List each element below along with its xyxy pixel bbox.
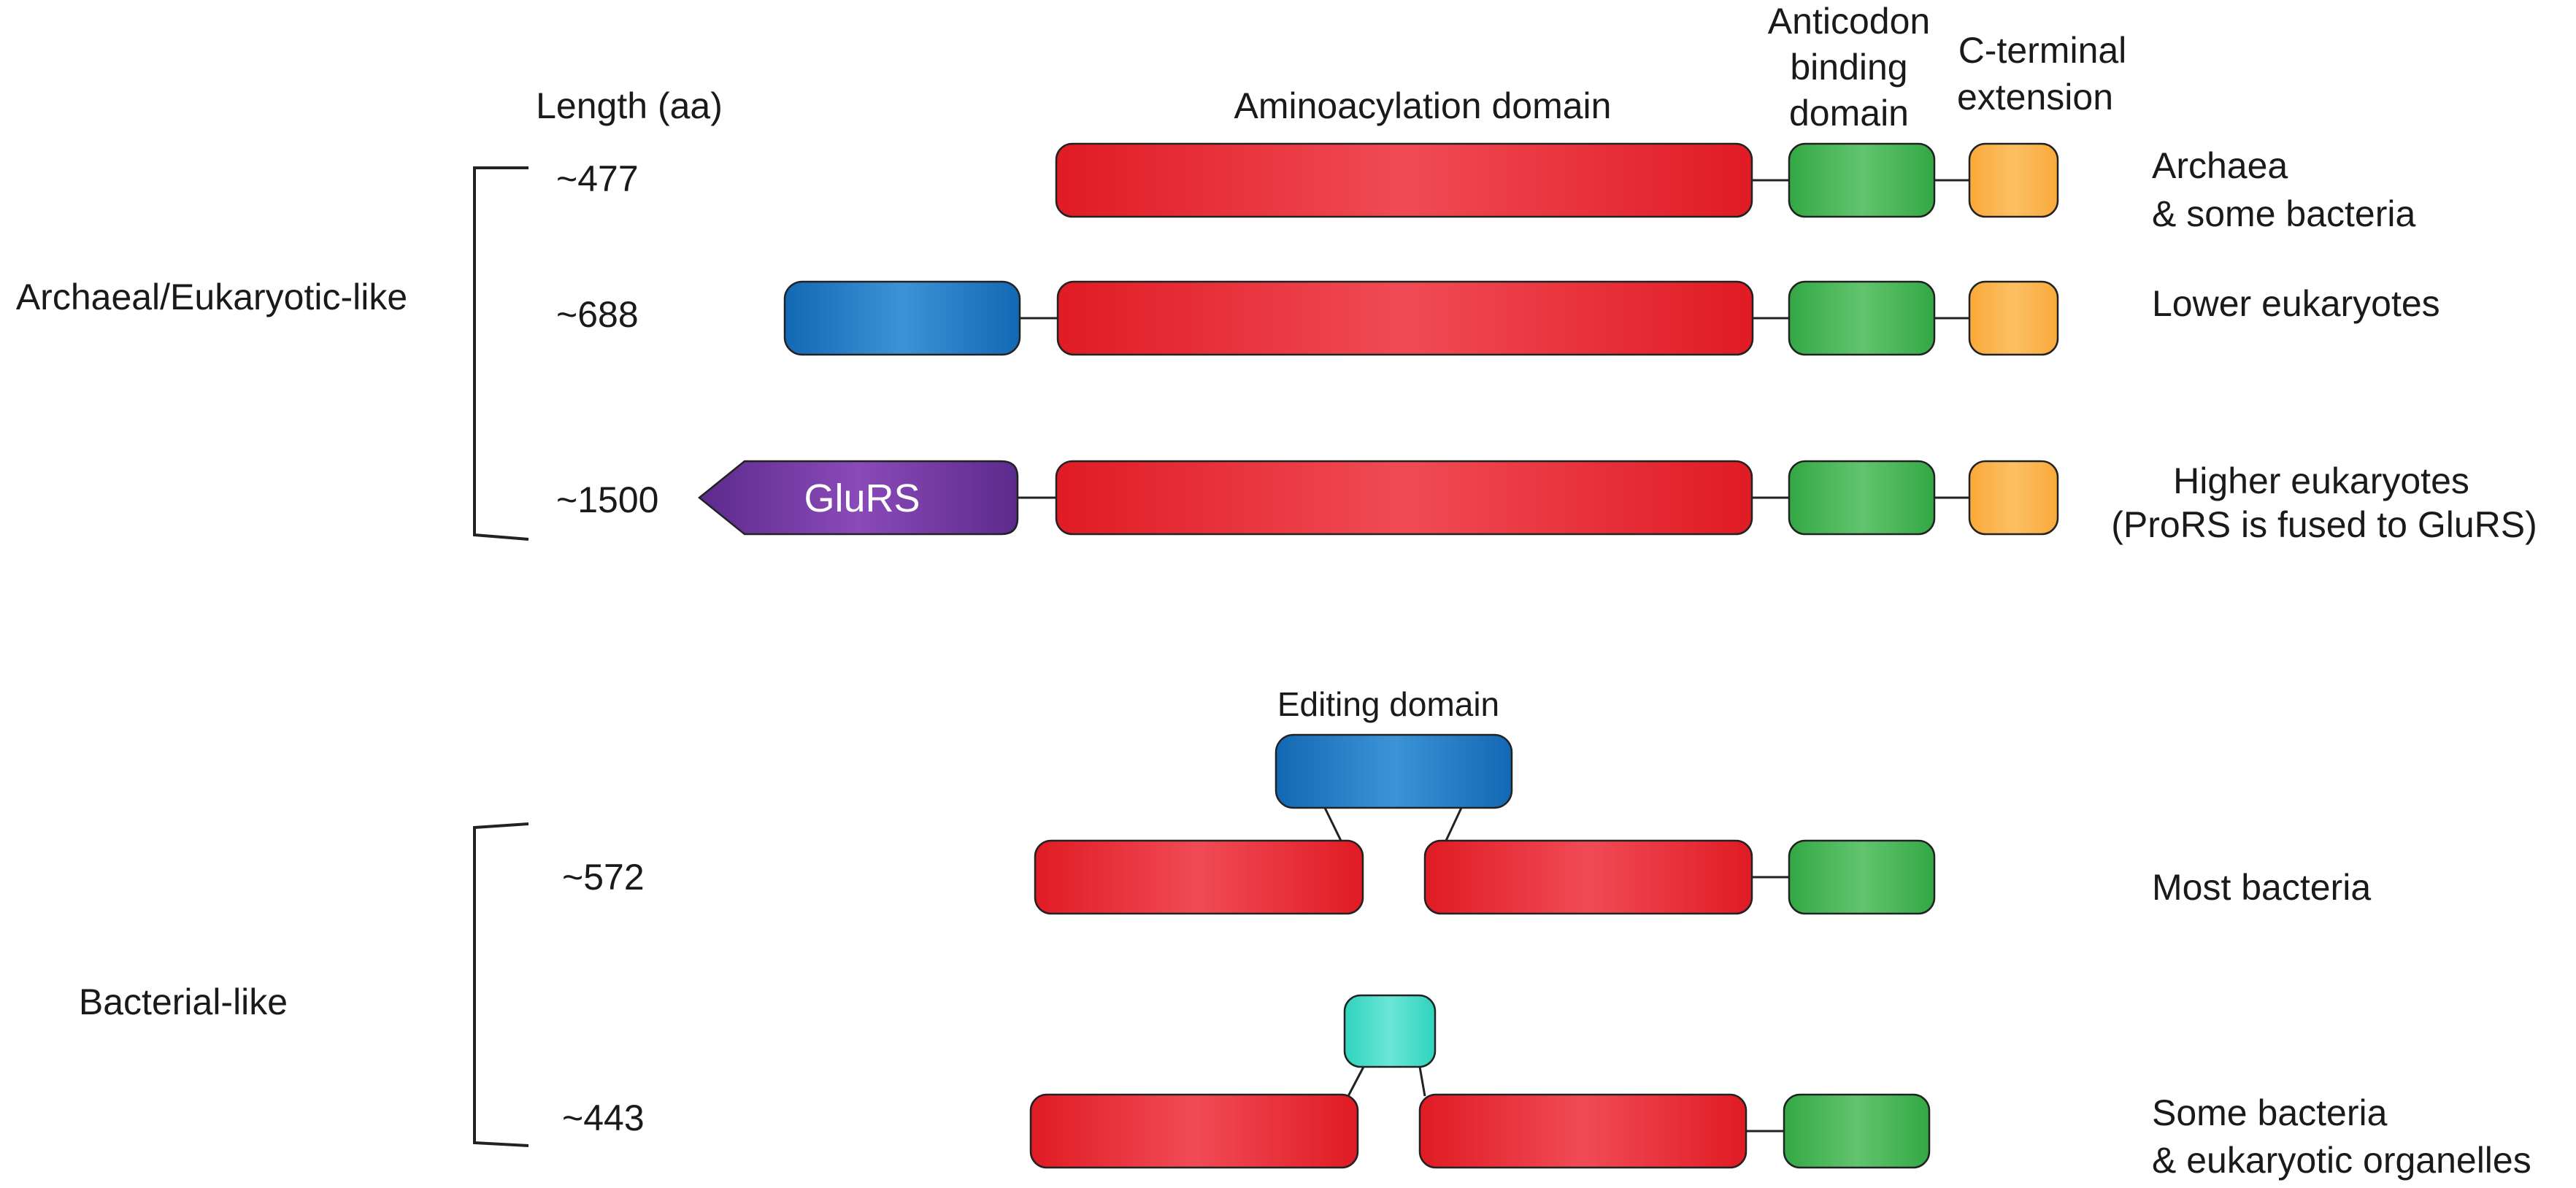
- group-bracket-bacterial: [473, 822, 529, 1147]
- cterminal-header-line-1: C-terminal: [1958, 30, 2127, 71]
- row-4-editing-link-left: [1323, 807, 1342, 841]
- row-5-length: ~443: [562, 1098, 645, 1138]
- row-5-aminoacylation-part-1: [1029, 1093, 1359, 1169]
- row-1-organism-line-2: & some bacteria: [2152, 193, 2415, 234]
- row-3-anticodon-binding-domain: [1788, 460, 1936, 536]
- row-3-length: ~1500: [556, 479, 658, 520]
- group-label-bacterial: Bacterial-like: [79, 981, 288, 1022]
- row-5-organism-line-2: & eukaryotic organelles: [2152, 1140, 2531, 1181]
- row-5-editing-domain: [1343, 994, 1437, 1068]
- group-bracket-archaeal: [473, 166, 529, 541]
- row-4-aminoacylation-part-2: [1423, 839, 1753, 915]
- cterminal-header-line-2: extension: [1957, 77, 2113, 117]
- row-4-aminoacylation-part-1: [1034, 839, 1364, 915]
- row-2-cterminal-extension: [1968, 280, 2059, 356]
- row-4-editing-link-right: [1445, 807, 1463, 841]
- row-1-organism-line-1: Archaea: [2152, 145, 2288, 186]
- row-4-organism-line-1: Most bacteria: [2152, 867, 2371, 908]
- row-5-editing-link-left: [1347, 1066, 1365, 1097]
- row-1-length: ~477: [556, 158, 639, 199]
- anticodon-header-line-3: domain: [1789, 93, 1909, 134]
- editing-domain-label: Editing domain: [1277, 685, 1499, 723]
- row-5-organism-line-1: Some bacteria: [2152, 1092, 2388, 1133]
- row-2-n-terminal-domain: [783, 280, 1021, 356]
- anticodon-header-line-2: binding: [1790, 47, 1907, 88]
- row-3-glurs-fusion-domain: [698, 460, 1019, 536]
- row-1-aminoacylation-domain: [1055, 142, 1753, 218]
- row-5-anticodon-binding-domain: [1783, 1093, 1931, 1169]
- row-2-length: ~688: [556, 294, 639, 335]
- row-1-anticodon-binding-domain: [1788, 142, 1936, 218]
- row-4-anticodon-binding-domain: [1788, 839, 1936, 915]
- anticodon-header-line-1: Anticodon: [1768, 1, 1930, 42]
- aminoacylation-header: Aminoacylation domain: [1234, 85, 1612, 126]
- group-label-archaeal: Archaeal/Eukaryotic-like: [16, 277, 407, 317]
- row-3-organism-line-2: (ProRS is fused to GluRS): [2111, 504, 2537, 545]
- row-5-editing-link-right: [1418, 1066, 1426, 1097]
- row-3-organism-line-1: Higher eukaryotes: [2173, 460, 2469, 501]
- length-header: Length (aa): [536, 85, 723, 126]
- row-2-organism-line-1: Lower eukaryotes: [2152, 283, 2440, 324]
- row-5-aminoacylation-part-2: [1418, 1093, 1748, 1169]
- row-3-aminoacylation-domain: [1055, 460, 1753, 536]
- row-2-aminoacylation-domain: [1056, 280, 1754, 356]
- row-4-editing-domain: [1274, 733, 1513, 809]
- row-4-length: ~572: [562, 857, 645, 898]
- row-3-cterminal-extension: [1968, 460, 2059, 536]
- row-3-glurs-label: GluRS: [804, 477, 920, 520]
- row-2-anticodon-binding-domain: [1788, 280, 1936, 356]
- row-1-cterminal-extension: [1968, 142, 2059, 218]
